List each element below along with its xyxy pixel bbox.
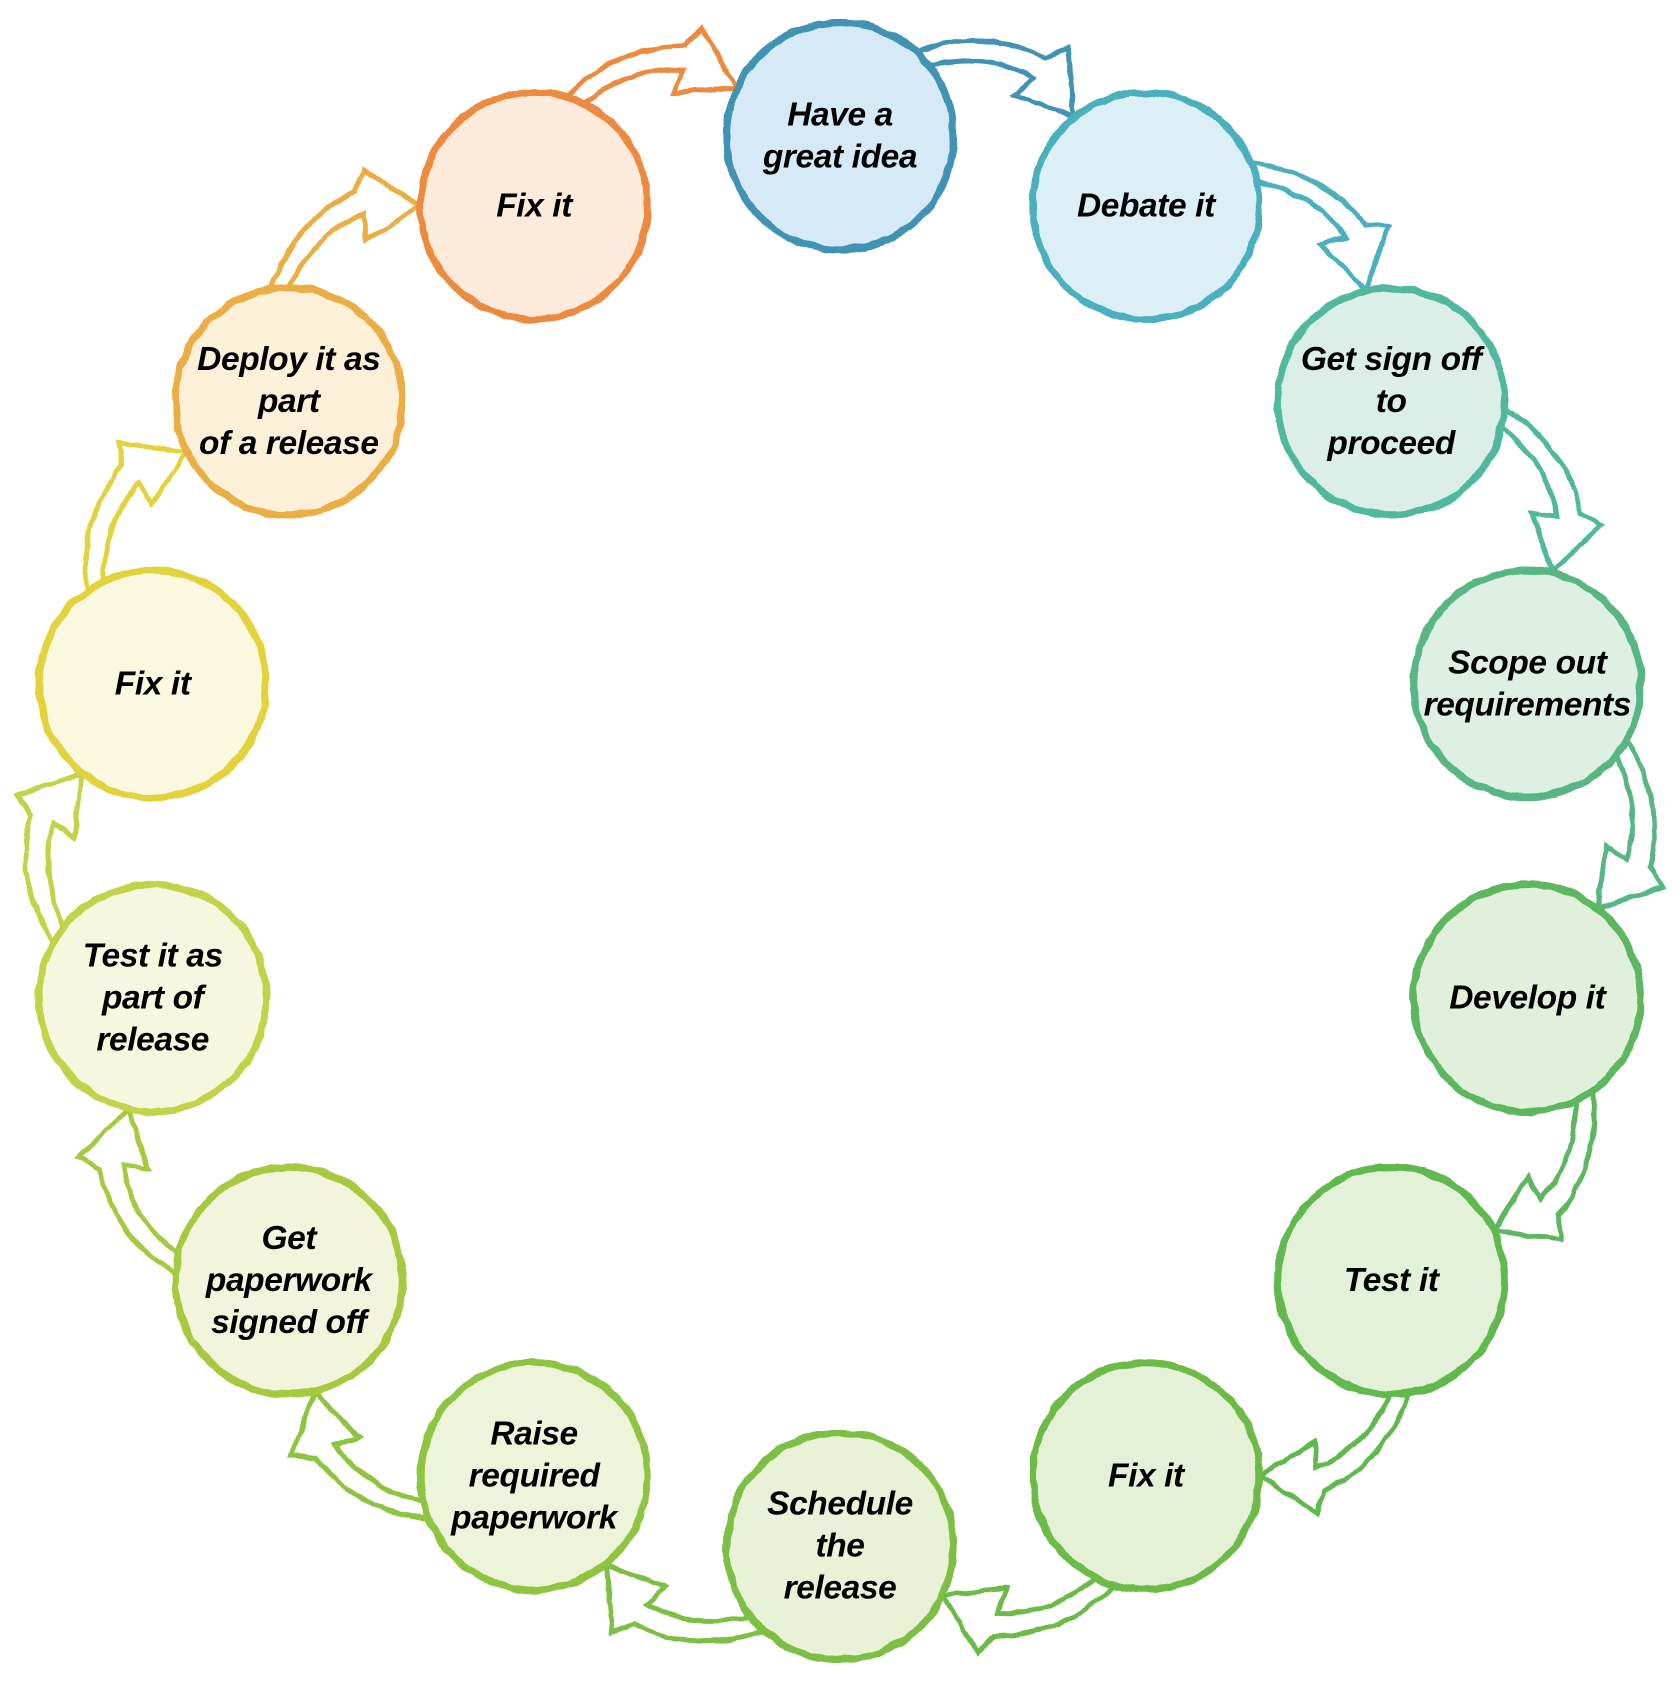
svg-text:requirements: requirements [1424, 687, 1631, 724]
svg-text:part: part [257, 383, 322, 420]
svg-text:part of: part of [101, 979, 207, 1016]
svg-text:of a release: of a release [199, 425, 379, 462]
svg-text:signed off: signed off [211, 1304, 370, 1341]
svg-text:Develop it: Develop it [1449, 979, 1607, 1016]
svg-text:paperwork: paperwork [205, 1262, 375, 1299]
svg-text:release: release [96, 1021, 209, 1058]
svg-text:Debate it: Debate it [1077, 187, 1217, 224]
svg-text:paperwork: paperwork [450, 1500, 620, 1537]
svg-text:Deploy it as: Deploy it as [197, 341, 380, 378]
svg-text:Get: Get [261, 1220, 318, 1257]
svg-text:the: the [815, 1528, 864, 1565]
svg-text:Test it as: Test it as [83, 937, 223, 974]
svg-text:Fix it: Fix it [1108, 1458, 1186, 1495]
svg-text:Have a: Have a [787, 97, 893, 134]
svg-text:release: release [784, 1570, 897, 1607]
svg-text:proceed: proceed [1326, 425, 1456, 462]
svg-text:great idea: great idea [762, 139, 917, 176]
svg-text:Fix it: Fix it [115, 666, 193, 703]
svg-text:Fix it: Fix it [496, 187, 574, 224]
svg-text:Schedule: Schedule [767, 1486, 913, 1523]
svg-text:to: to [1376, 383, 1407, 420]
svg-text:required: required [469, 1458, 602, 1495]
svg-text:Test it: Test it [1344, 1262, 1441, 1299]
svg-text:Raise: Raise [490, 1416, 577, 1453]
svg-text:Get sign off: Get sign off [1301, 341, 1485, 378]
svg-text:Scope out: Scope out [1448, 645, 1609, 682]
